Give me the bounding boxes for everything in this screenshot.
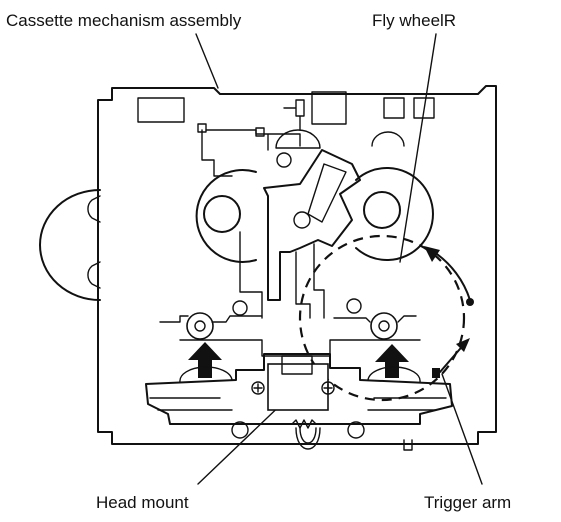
left-clip-top	[87, 195, 101, 223]
label-trigger-arm: Trigger arm	[424, 493, 511, 512]
left-clip-bottom	[87, 261, 101, 289]
center-cam-pin	[293, 211, 311, 229]
left-reel-hub	[203, 195, 241, 233]
trigger-arm-marker	[432, 368, 440, 378]
pinch-roller-right-hub	[378, 320, 390, 332]
upper-arc-guard	[275, 129, 321, 149]
top-window-right-b	[413, 97, 435, 119]
bottom-screw-right	[347, 421, 365, 439]
leader-trigger-arm	[441, 373, 483, 485]
bottom-screw-left	[231, 421, 249, 439]
top-window-center	[311, 91, 347, 125]
top-window-left	[137, 97, 185, 123]
chassis-outline	[97, 85, 497, 445]
head-screw-right	[321, 381, 335, 395]
label-cassette-mechanism: Cassette mechanism assembly	[6, 11, 242, 30]
right-arc-guard	[371, 131, 405, 147]
vertical-linkage	[239, 231, 325, 319]
roller-post-right	[346, 298, 362, 314]
head-screw-right-cross	[323, 383, 333, 393]
label-head-mount: Head mount	[96, 493, 189, 512]
top-small-bracket	[283, 99, 305, 131]
center-cam-block	[263, 149, 361, 301]
head-wire	[295, 427, 321, 450]
head-screw-left-cross	[253, 383, 263, 393]
top-window-right-a	[383, 97, 405, 119]
left-side-bulge	[39, 189, 101, 301]
head-block	[267, 363, 329, 411]
head-screw-left	[251, 381, 265, 395]
flywheel-arrow-head-top	[424, 246, 440, 262]
roller-bracket-left	[159, 315, 263, 323]
roller-bracket-right	[333, 315, 417, 323]
lower-assembly	[145, 353, 453, 425]
left-reel-outer	[195, 169, 257, 263]
flywheel-rotation-arc	[433, 251, 471, 301]
lower-assembly-wings-right	[367, 366, 447, 411]
leader-fly-wheel	[399, 33, 437, 263]
leader-cassette-mechanism	[195, 33, 219, 89]
head-top	[281, 355, 313, 375]
head-spring	[291, 419, 317, 429]
up-arrow-right	[375, 344, 409, 378]
flywheel-lower-arrow-head	[456, 338, 470, 352]
flywheel-circle	[298, 234, 466, 402]
linkage-pin-right	[255, 127, 265, 137]
pinch-roller-left	[186, 312, 214, 340]
pinch-roller-left-hub	[194, 320, 206, 332]
linkage-pin-left	[197, 123, 207, 133]
right-reel-hub	[363, 191, 401, 229]
right-reel-outer	[355, 167, 434, 261]
bottom-tab	[403, 439, 413, 451]
flywheel-arc-end-dot	[466, 298, 474, 306]
small-pivot	[276, 152, 292, 168]
roller-post-left	[232, 300, 248, 316]
center-cam-lever	[307, 163, 347, 223]
lower-assembly-wings-left	[149, 366, 233, 411]
up-arrow-left	[188, 342, 222, 378]
pinch-roller-right	[370, 312, 398, 340]
label-fly-wheel: Fly wheelR	[372, 11, 456, 30]
